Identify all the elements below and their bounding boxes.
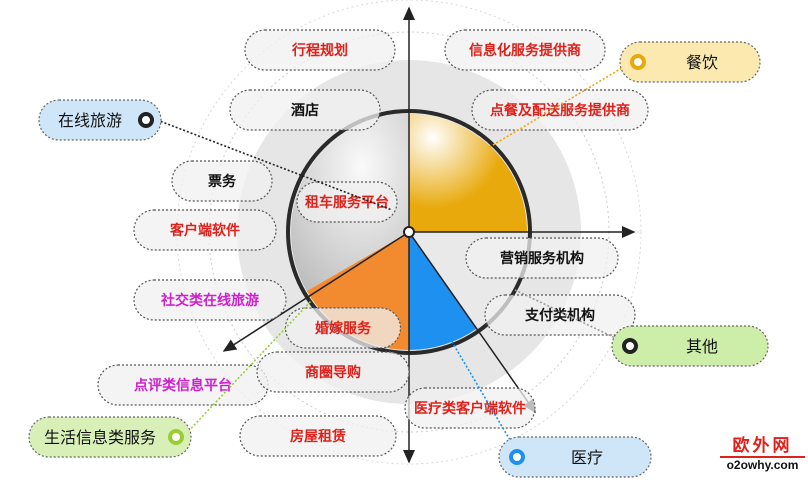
item-pill: 租车服务平台 [296, 181, 398, 223]
item-label: 医疗类客户端软件 [414, 400, 526, 417]
item-label: 支付类机构 [524, 307, 595, 324]
item-pill: 医疗类客户端软件 [404, 387, 536, 429]
item-pill: 信息化服务提供商 [444, 29, 606, 71]
item-label: 营销服务机构 [500, 250, 584, 267]
category-life-info: 生活信息类服务 [28, 416, 192, 458]
item-pill: 点餐及配送服务提供商 [471, 89, 649, 131]
category-online-travel: 在线旅游 [38, 99, 162, 141]
item-label: 点评类信息平台 [134, 377, 232, 394]
item-label: 行程规划 [291, 42, 348, 59]
item-label: 客户端软件 [169, 222, 240, 239]
node-dot-icon [138, 112, 154, 128]
connector-line [514, 289, 633, 347]
item-pill: 婚嫁服务 [284, 307, 402, 349]
item-pill: 客户端软件 [133, 209, 277, 251]
axes [222, 6, 636, 464]
item-label: 租车服务平台 [305, 194, 389, 211]
category-medical: 医疗 [498, 436, 652, 478]
category-label: 生活信息类服务 [44, 428, 156, 447]
item-label: 商圈导购 [305, 364, 361, 381]
node-dot-icon [630, 54, 646, 70]
item-pill: 酒店 [229, 89, 381, 131]
item-label: 信息化服务提供商 [469, 42, 581, 59]
item-label: 酒店 [291, 102, 319, 119]
node-dot-icon [168, 429, 184, 445]
axis-lower-left [222, 231, 410, 352]
item-label: 房屋租赁 [290, 428, 346, 445]
item-label: 点餐及配送服务提供商 [490, 102, 630, 119]
item-pill: 社交类在线旅游 [133, 279, 287, 321]
item-pill: 点评类信息平台 [97, 364, 269, 406]
axis-lower-right [408, 231, 536, 414]
slice-catering [409, 114, 527, 232]
category-label: 医疗 [571, 448, 603, 467]
connector-line [182, 299, 313, 438]
node-dot-icon [622, 338, 638, 354]
logo-en: o2owhy.com [726, 458, 799, 472]
item-label: 婚嫁服务 [315, 320, 372, 337]
connectors [156, 61, 633, 458]
item-pill: 房屋租赁 [239, 415, 397, 457]
item-label: 社交类在线旅游 [160, 292, 259, 309]
logo-cn: 欧外网 [720, 436, 805, 458]
category-label: 在线旅游 [58, 111, 122, 130]
node-dot-icon [509, 449, 525, 465]
item-pill: 行程规划 [244, 29, 396, 71]
item-pill: 票务 [171, 160, 273, 202]
category-catering: 餐饮 [619, 41, 761, 83]
item-pill: 商圈导购 [256, 351, 410, 393]
item-pill: 营销服务机构 [465, 237, 619, 279]
category-label: 其他 [686, 337, 718, 356]
item-pill: 支付类机构 [484, 294, 636, 336]
category-other: 其他 [611, 325, 769, 367]
connector-line [156, 119, 393, 211]
category-label: 餐饮 [686, 53, 718, 72]
slice-medical [409, 232, 477, 350]
item-label: 票务 [208, 173, 237, 190]
pie-center-dot [403, 226, 415, 238]
site-logo: 欧外网 o2owhy.com [720, 436, 805, 472]
